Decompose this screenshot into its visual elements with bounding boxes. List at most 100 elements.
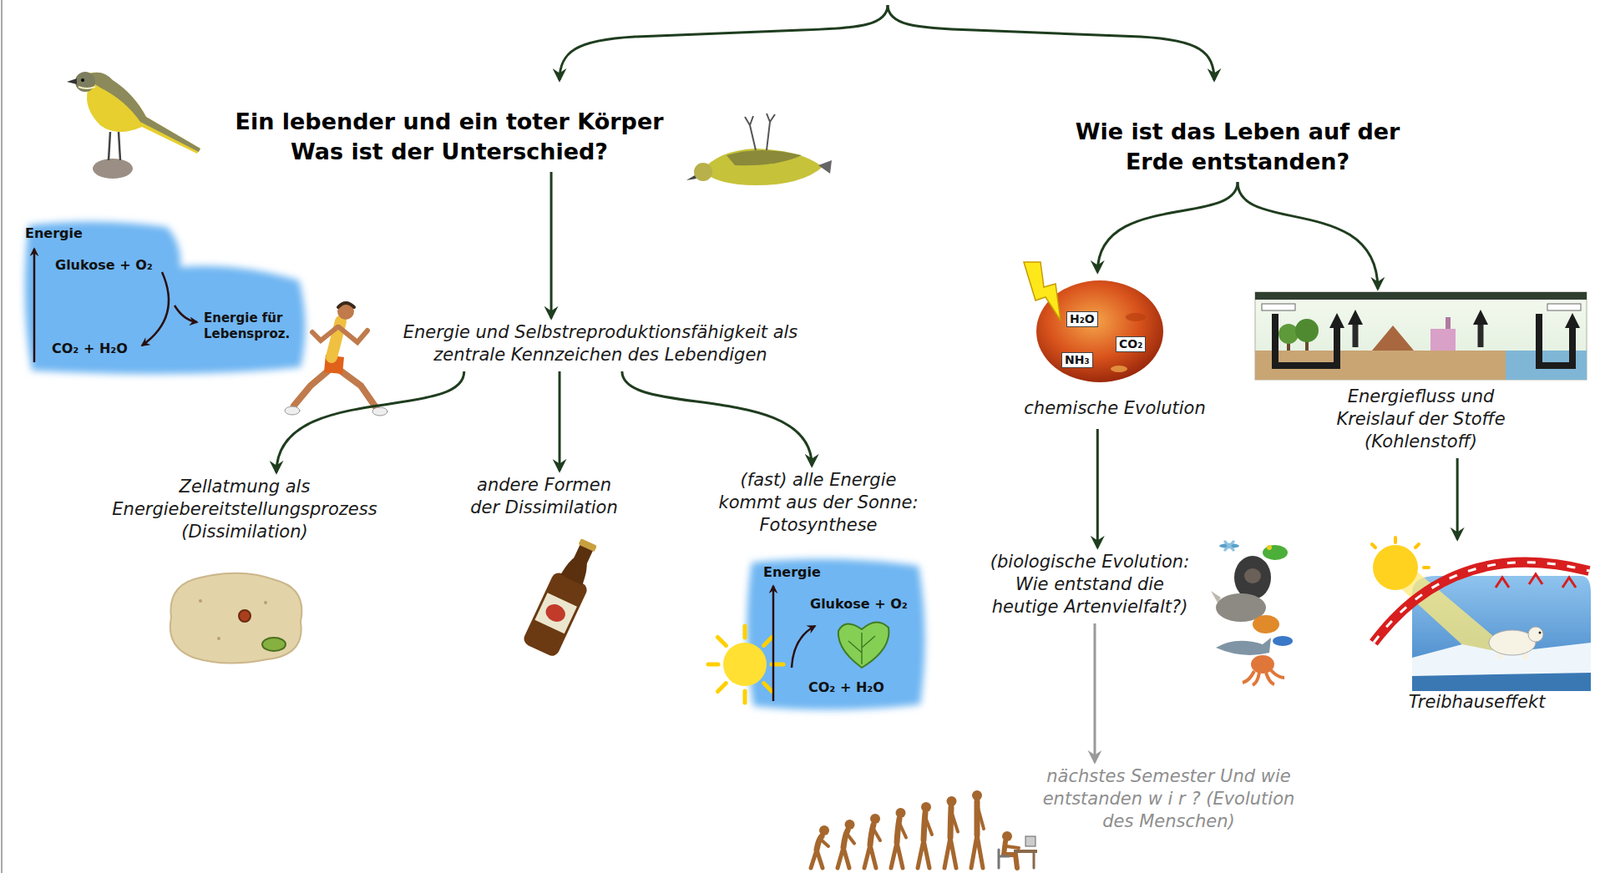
connector-arrow: [1093, 623, 1096, 763]
cell-respiration-cloud: EnergieGlukose + O₂Energie für Lebenspro…: [18, 218, 311, 378]
amoeba-cell: [217, 637, 221, 641]
animal-collage: [1210, 591, 1221, 603]
amoeba-cell: [170, 573, 303, 664]
photosynthesis-cloud-node: EnergieGlukose + O₂CO₂ + H₂O: [711, 557, 929, 713]
carbon-cycle-node: Energiefluss und Kreislauf der Stoffe (K…: [1255, 292, 1587, 454]
node-text: (biologische Evolution: Wie entstand die…: [981, 551, 1199, 619]
carbon-cycle-picture: [1539, 313, 1573, 366]
node-text: Energie: [763, 564, 821, 582]
photosynthesis-cloud: [708, 663, 719, 668]
human-evolution-figures: [951, 810, 958, 833]
runner: [337, 303, 355, 320]
human-evolution-figures: [810, 850, 823, 869]
greenhouse-picture: [1528, 627, 1544, 643]
energy-cloud: [141, 272, 169, 346]
carbon-cycle-picture: [1295, 318, 1319, 343]
carbon-cycle-picture: [1255, 292, 1587, 380]
greenhouse-picture: [1372, 544, 1376, 548]
amoeba-cell: [262, 637, 286, 652]
carbon-cycle-picture: [1275, 313, 1337, 366]
dead-bird: [693, 162, 713, 182]
runner: [372, 407, 388, 416]
animal-collage: [1224, 541, 1235, 552]
wagtail-bird: [78, 86, 96, 89]
greenhouse-picture: [1539, 632, 1542, 635]
carbon-cycle-picture: [1547, 303, 1581, 311]
topic-text: (fast) alle Energie kommt aus der Sonne:…: [709, 469, 927, 537]
human-evolution-figures: [971, 835, 983, 869]
carbon-cycle-picture: [1261, 303, 1296, 311]
amoeba-cell: [238, 610, 251, 623]
photosynthesis-cloud: [772, 586, 775, 702]
node-text: (fast) alle Energie kommt aus der Sonne:…: [709, 469, 927, 537]
amoeba-cell: [263, 601, 268, 605]
energy-cloud: [25, 221, 306, 375]
carbon-cycle-picture: [1255, 292, 1587, 380]
animal-collage: [1252, 615, 1280, 634]
human-evolution-figures: [899, 822, 907, 839]
beer-bottle: [521, 534, 607, 659]
animal-collage: [1215, 637, 1271, 656]
top-bracket: [559, 5, 1215, 81]
photosynthesis-cloud: [708, 626, 784, 704]
future-topic-text: nächstes Semester Und wie entstanden w i…: [1041, 765, 1297, 834]
connector-arrow: [550, 172, 553, 319]
human-evolution-figures: [1025, 836, 1036, 847]
connector-arrow: [1097, 182, 1238, 273]
human-evolution-figures: [846, 834, 855, 845]
wagtail-bird: [79, 72, 201, 154]
node-text: Ein lebender und ein toter Körper Was is…: [215, 106, 684, 168]
connector-arrow: [1096, 429, 1099, 548]
human-evolution-figures: [998, 850, 1009, 869]
animal-collage: [1266, 545, 1272, 551]
greenhouse-picture: [1372, 545, 1418, 591]
photosynthesis-cloud: [791, 626, 816, 669]
top-bracket: [887, 5, 1215, 81]
node-text: H₂O: [1066, 311, 1099, 328]
greenhouse-node: Treibhauseffekt: [1362, 542, 1592, 714]
node-text: Treibhauseffekt: [1362, 691, 1592, 714]
amoeba-cell: [198, 599, 203, 603]
greenhouse-picture: [1495, 574, 1576, 588]
carbon-cycle-picture: [1255, 292, 1587, 300]
photosynthesis-cloud: [718, 637, 727, 647]
node-text: andere Formen der Dissimilation: [466, 474, 622, 520]
carbon-cycle-picture: [1372, 325, 1414, 351]
connectors: [276, 172, 1458, 763]
central-concept: Energie und Selbstreproduktionsfähigkeit…: [400, 321, 801, 367]
connector-arrow: [558, 371, 562, 471]
human-evolution-figures: [820, 840, 829, 847]
dead-bird: [686, 175, 697, 181]
beer-bottle: [578, 538, 598, 552]
topic-text: andere Formen der Dissimilation: [466, 474, 622, 520]
beer-bottle: [534, 592, 578, 634]
photosynthesis-cloud: [743, 691, 748, 704]
dead-bird: [701, 148, 823, 186]
node-text: Zellatmung als Energiebereitstellungspro…: [86, 475, 404, 544]
wagtail-bird: [83, 72, 201, 152]
node-text: CO₂ + H₂O: [51, 340, 128, 358]
photosynthesis-cloud: [723, 643, 767, 687]
human-evolution-figures: [1006, 846, 1019, 849]
greenhouse-picture: [1393, 537, 1398, 543]
wagtail-bird: [108, 131, 121, 161]
human-evolution-figures: [864, 845, 876, 869]
wagtail-bird: [66, 71, 201, 179]
node-text: Energiefluss und Kreislauf der Stoffe (K…: [1325, 385, 1518, 454]
animal-collage: [1272, 636, 1293, 647]
early-earth-planet: [1023, 262, 1061, 321]
wagtail-bird: [92, 158, 133, 179]
animal-collage: [1244, 568, 1261, 584]
runner: [312, 327, 338, 341]
dead-bird: [726, 150, 802, 166]
node-text: CO₂: [1115, 336, 1146, 353]
beer-bottle: [542, 601, 568, 625]
connector-arrow: [276, 371, 465, 473]
node-text: Glukose + O₂: [55, 257, 153, 274]
amoeba-cell: [170, 573, 303, 664]
node-text: CO₂ + H₂O: [808, 679, 885, 697]
human-evolution-figures: [1032, 853, 1036, 869]
human-evolution-figures: [917, 840, 930, 869]
